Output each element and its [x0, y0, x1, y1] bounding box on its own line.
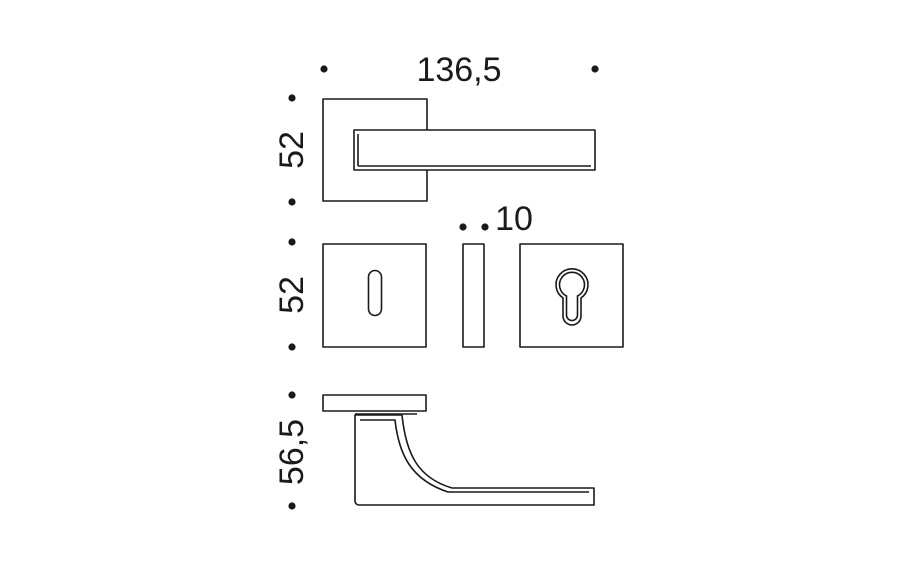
dimension-dot: [459, 223, 467, 231]
rose-profile: [322, 394, 427, 412]
cylinder-hole-inner: [558, 271, 586, 322]
dimension-dot: [591, 65, 599, 73]
keyhole-escutcheon: [322, 243, 427, 348]
total-width-label: 136,5: [416, 51, 501, 89]
escutcheon-profile: [462, 243, 485, 348]
thickness-label: 10: [495, 200, 533, 238]
escutcheon-height-dimension: 52: [273, 238, 311, 351]
lever-bar: [353, 129, 596, 171]
thickness-dimension: 10: [459, 200, 533, 238]
rose-height-label: 52: [273, 131, 311, 169]
cylinder-escutcheon: [519, 243, 624, 348]
keyhole-slot: [367, 269, 383, 317]
dimension-dot: [288, 94, 296, 102]
lever-profile: [354, 414, 595, 506]
escutcheon-plate: [519, 243, 624, 348]
escutcheon-height-label: 52: [273, 276, 311, 314]
rose-height-dimension: 52: [273, 94, 311, 206]
handle-front-view: [322, 98, 596, 202]
handle-projection-label: 56,5: [273, 419, 311, 485]
dimension-dot: [320, 65, 328, 73]
lever-profile-inner: [360, 419, 589, 493]
dimension-dot: [288, 391, 296, 399]
handle-projection-dimension: 56,5: [273, 391, 311, 510]
handle-side-profile: [322, 394, 595, 506]
dimension-dot: [288, 198, 296, 206]
cylinder-hole: [555, 268, 589, 326]
dimension-dot: [288, 238, 296, 246]
dimension-dot: [288, 343, 296, 351]
dimension-dot: [288, 502, 296, 510]
dimension-dot: [481, 223, 489, 231]
escutcheon-plate: [322, 243, 427, 348]
total-width-dimension: 136,5: [320, 51, 599, 89]
